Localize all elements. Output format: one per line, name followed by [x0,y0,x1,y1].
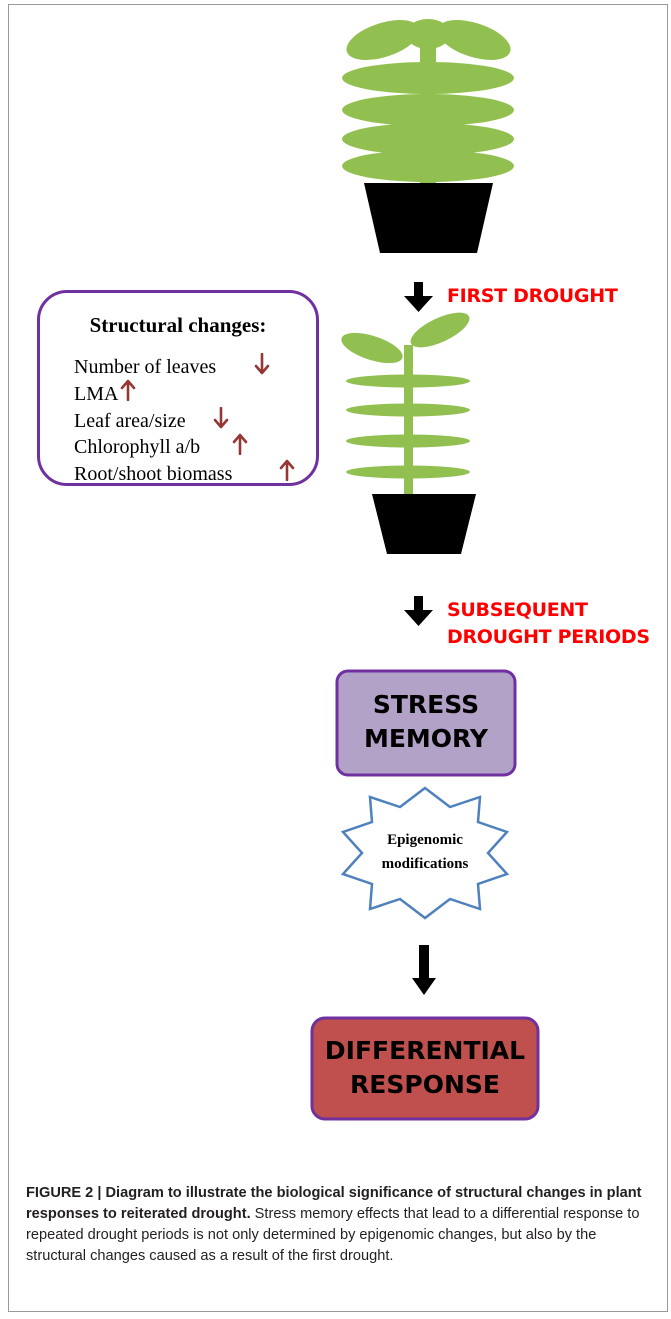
struct-item-root-shoot: Root/shoot biomass [74,463,233,485]
subsequent-label-line1: SUBSEQUENT [447,599,588,621]
arrow-down-icon [412,945,436,995]
arrow-down-icon [213,407,229,429]
first-drought-label: FIRST DROUGHT [447,285,618,307]
caption-heading: FIGURE 2 | Diagram to illustrate the bio… [26,1185,642,1222]
structural-changes-box: Structural changes: Number of leaves LMA… [37,290,319,486]
differential-response-line1: DIFFERENTIAL [324,1036,526,1065]
stressed-plant-icon [341,312,476,554]
caption-body: Stress memory effects that lead to a dif… [26,1206,640,1264]
stress-memory-box [335,669,517,777]
struct-item-lma: LMA [74,383,119,405]
epigenomic-line1: Epigenomic [387,832,463,848]
stress-memory-line2: MEMORY [363,724,489,753]
stress-memory-line1: STRESS [372,690,480,719]
struct-item-leaf-area: Leaf area/size [74,410,186,432]
arrow-down-icon [404,596,433,626]
arrow-down-icon [254,353,270,375]
figure-frame [8,4,668,1312]
diagram-graphics [310,19,540,1121]
struct-item-number-of-leaves: Number of leaves [74,356,217,378]
differential-response-line2: RESPONSE [350,1070,500,1099]
subsequent-label-line2: DROUGHT PERIODS [447,626,650,648]
arrow-down-icon [404,282,433,312]
arrow-up-icon [232,433,248,455]
structural-changes-title: Structural changes: [89,313,267,337]
differential-response-box [310,1016,540,1121]
arrow-up-icon [279,459,295,481]
figure-caption: FIGURE 2 | Diagram to illustrate the bio… [26,1183,656,1267]
arrow-up-icon [120,379,136,401]
plant-icon [342,19,514,253]
epigenomic-line2: modifications [381,856,469,872]
epigenomic-star [340,786,510,920]
struct-item-chlorophyll: Chlorophyll a/b [74,436,201,458]
